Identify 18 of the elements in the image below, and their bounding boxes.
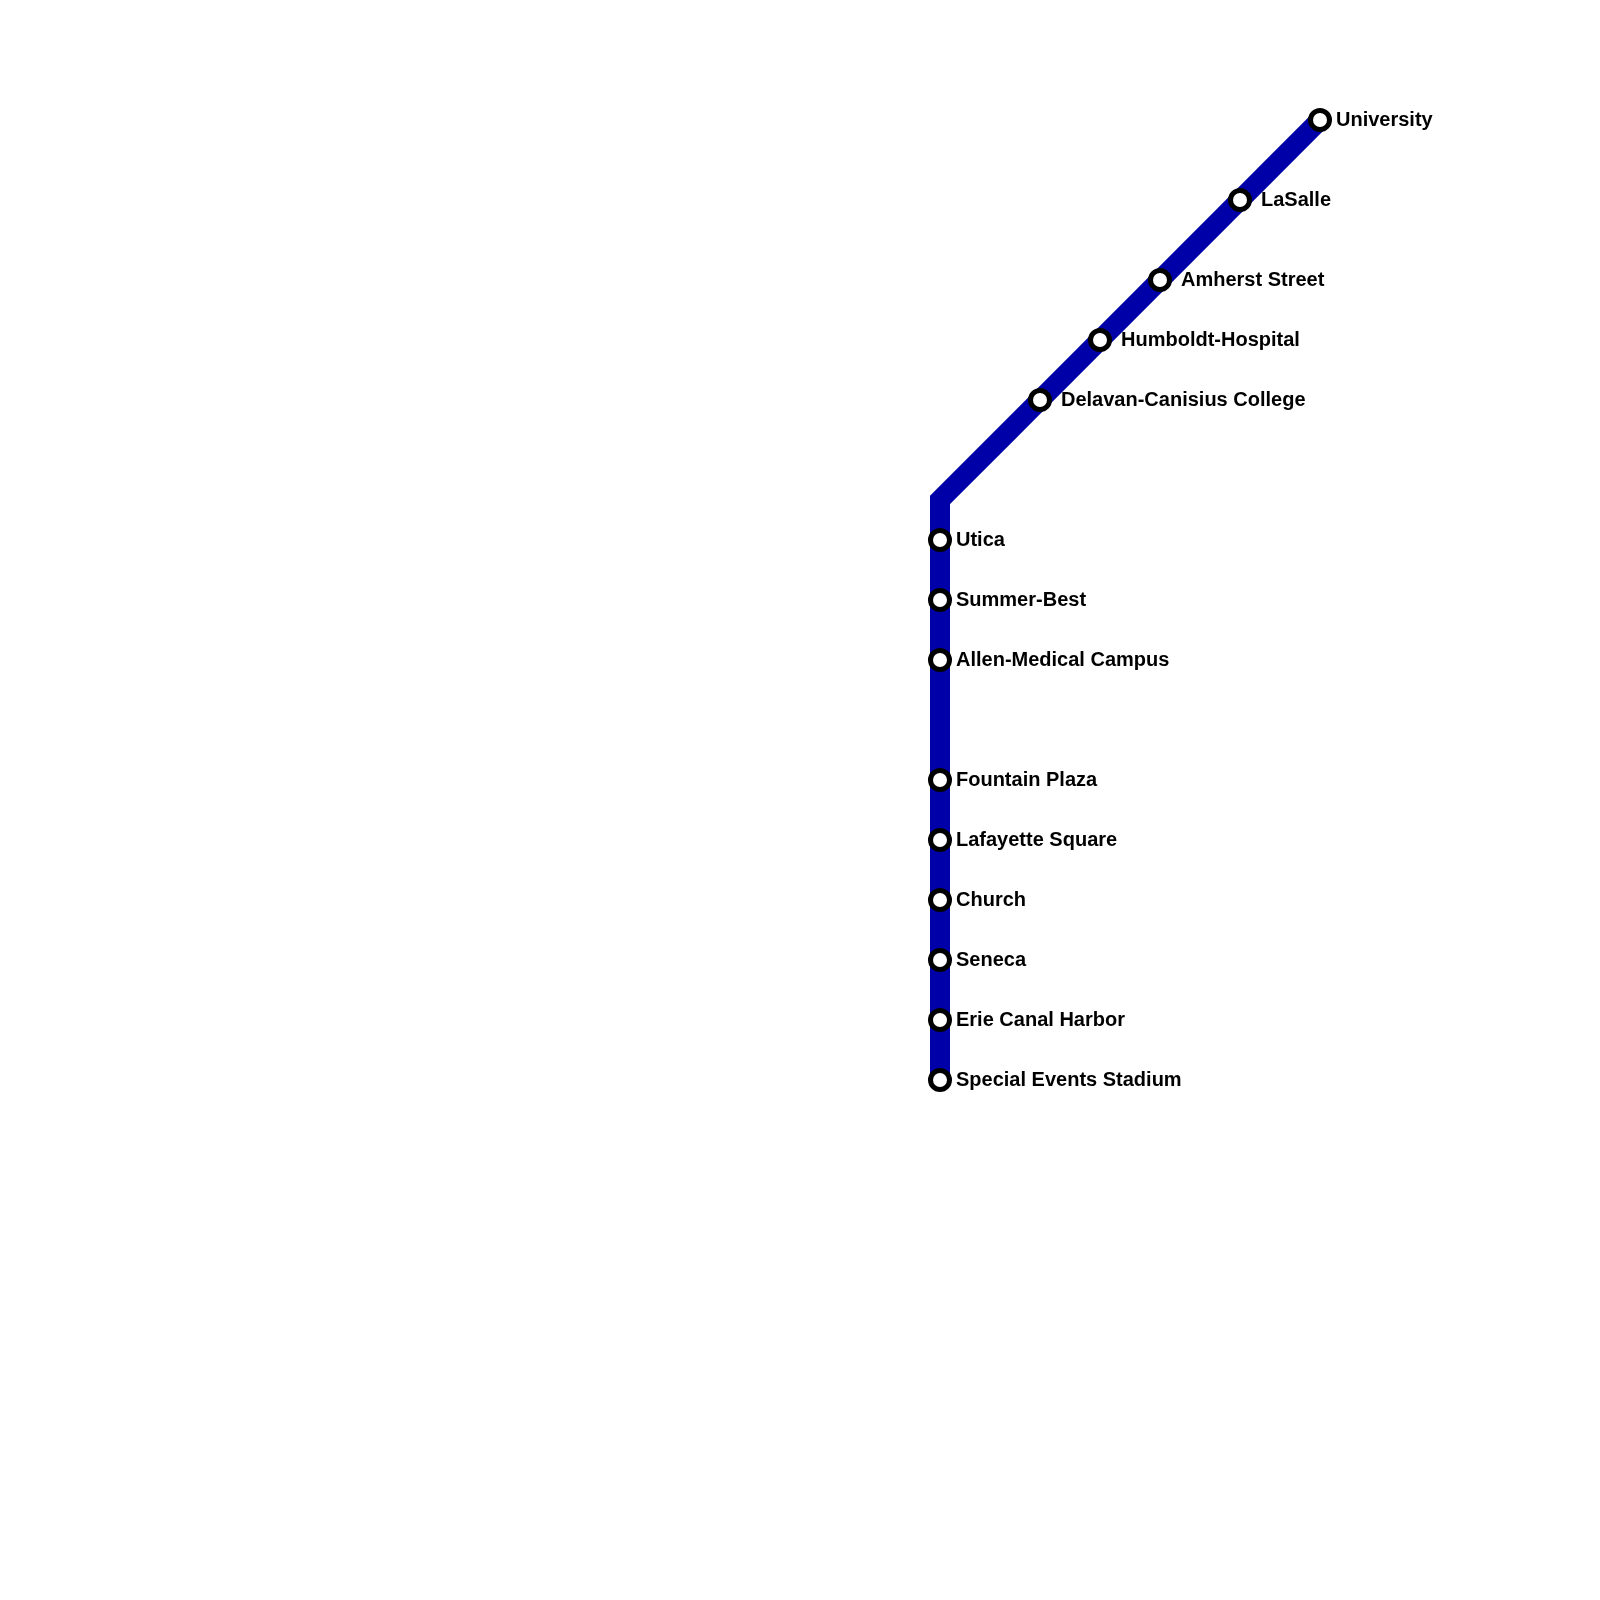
station-name: Humboldt-Hospital bbox=[1121, 329, 1300, 349]
station-name: Seneca bbox=[956, 949, 1027, 969]
rail-line bbox=[1098, 278, 1162, 342]
station-name: Erie Canal Harbor bbox=[956, 1009, 1125, 1029]
station-name: Allen-Medical Campus bbox=[956, 649, 1170, 669]
station-name: LaSalle bbox=[1261, 189, 1332, 209]
station-name: Amherst Street bbox=[1181, 269, 1325, 289]
station-name: Church bbox=[956, 889, 1026, 909]
station-name: Utica bbox=[956, 529, 1005, 549]
station-name: Lafayette Square bbox=[956, 829, 1118, 849]
station-name: Fountain Plaza bbox=[956, 769, 1098, 789]
station-name: University bbox=[1336, 109, 1433, 129]
station-name: Delavan-Canisius College bbox=[1061, 389, 1306, 409]
station-name: Summer-Best bbox=[956, 589, 1087, 609]
rail-line bbox=[1038, 338, 1102, 402]
rail-line bbox=[1238, 118, 1322, 202]
rail-line bbox=[1158, 198, 1242, 282]
station-name: Special Events Stadium bbox=[956, 1069, 1182, 1089]
